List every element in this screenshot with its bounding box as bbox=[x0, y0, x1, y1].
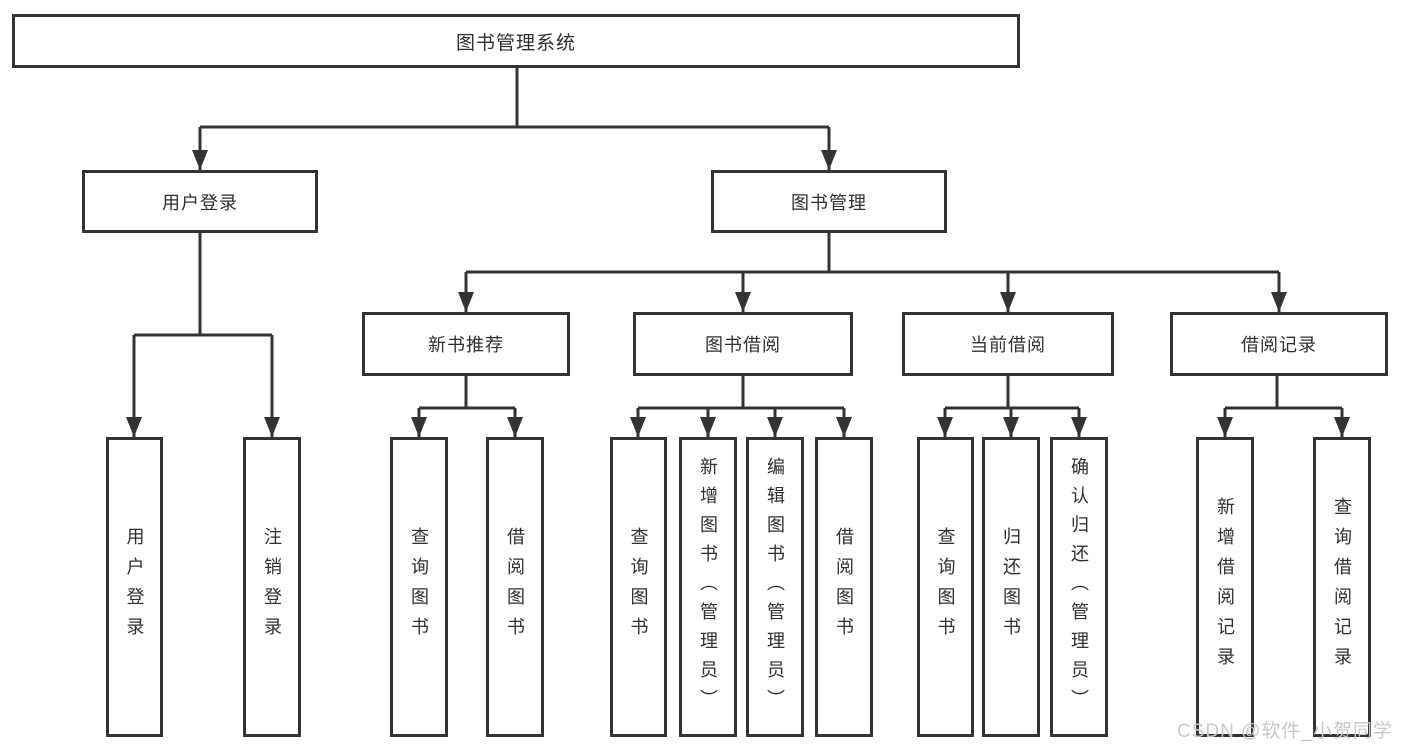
node-book-borrowing: 图书借阅 bbox=[633, 312, 853, 376]
node-label: 查询图书 bbox=[935, 527, 956, 647]
node-label: 新增图书（管理员） bbox=[698, 456, 718, 718]
node-leaf-edit-book-admin: 编辑图书（管理员） bbox=[746, 437, 804, 737]
node-leaf-query-book-current: 查询图书 bbox=[917, 437, 974, 737]
node-leaf-borrow-book: 借阅图书 bbox=[815, 437, 873, 737]
node-label: 查询图书 bbox=[628, 527, 649, 647]
node-label: 借阅图书 bbox=[505, 527, 525, 647]
node-borrowing-records: 借阅记录 bbox=[1170, 312, 1388, 376]
node-new-book-recommend: 新书推荐 bbox=[362, 312, 570, 376]
node-label: 用户登录 bbox=[162, 192, 238, 213]
node-leaf-confirm-return-admin: 确认归还（管理员） bbox=[1050, 437, 1108, 737]
node-label: 当前借阅 bbox=[970, 335, 1046, 355]
node-leaf-user-login: 用户登录 bbox=[106, 437, 163, 737]
node-label: 借阅记录 bbox=[1241, 335, 1317, 355]
node-label: 用户登录 bbox=[124, 527, 145, 647]
node-leaf-add-borrow-record: 新增借阅记录 bbox=[1196, 437, 1254, 737]
node-leaf-query-book-recommend: 查询图书 bbox=[390, 437, 448, 737]
node-label: 图书管理系统 bbox=[455, 32, 576, 54]
node-book-management-branch: 图书管理 bbox=[711, 170, 947, 233]
node-leaf-borrow-book-recommend: 借阅图书 bbox=[486, 437, 544, 737]
node-label: 新增借阅记录 bbox=[1215, 497, 1235, 677]
node-label: 归还图书 bbox=[1001, 527, 1021, 647]
node-user-login-branch: 用户登录 bbox=[82, 170, 318, 233]
node-label: 确认归还（管理员） bbox=[1069, 456, 1089, 718]
node-leaf-return-book: 归还图书 bbox=[982, 437, 1040, 737]
node-leaf-query-book-borrow: 查询图书 bbox=[610, 437, 667, 737]
node-leaf-query-borrow-record: 查询借阅记录 bbox=[1313, 437, 1371, 737]
node-leaf-add-book-admin: 新增图书（管理员） bbox=[679, 437, 737, 737]
node-label: 新书推荐 bbox=[428, 335, 504, 355]
node-label: 查询借阅记录 bbox=[1332, 497, 1352, 677]
node-label: 查询图书 bbox=[409, 527, 429, 647]
node-label: 借阅图书 bbox=[834, 527, 854, 647]
node-label: 注销登录 bbox=[262, 527, 282, 647]
node-label: 编辑图书（管理员） bbox=[765, 456, 785, 718]
csdn-watermark: CSDN @软件_小贺同学 bbox=[1177, 721, 1393, 742]
node-leaf-logout: 注销登录 bbox=[243, 437, 301, 737]
node-current-borrowing: 当前借阅 bbox=[902, 312, 1114, 376]
node-library-system-root: 图书管理系统 bbox=[12, 14, 1020, 68]
node-label: 图书管理 bbox=[791, 192, 867, 213]
node-label: 图书借阅 bbox=[705, 335, 781, 355]
